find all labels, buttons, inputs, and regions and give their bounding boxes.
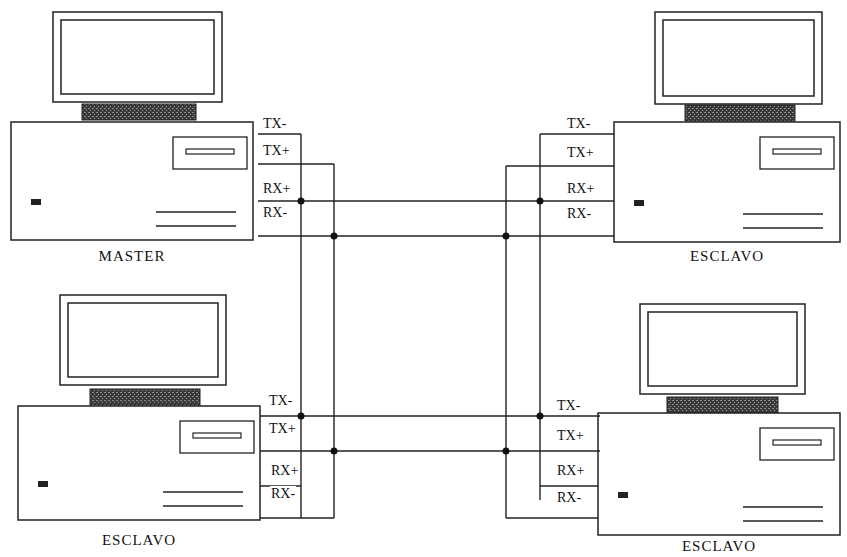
computer: MASTER bbox=[11, 12, 253, 264]
wire bbox=[260, 415, 600, 416]
case-line bbox=[156, 211, 236, 212]
wire bbox=[505, 166, 506, 518]
computer: ESCLAVO bbox=[598, 304, 840, 554]
pin-label: TX- bbox=[566, 116, 591, 132]
case-line bbox=[743, 506, 823, 507]
computer-case bbox=[614, 122, 840, 242]
wire bbox=[506, 517, 598, 518]
junction-dot bbox=[331, 448, 338, 455]
pin-label: TX+ bbox=[556, 428, 585, 444]
monitor-frame bbox=[655, 12, 822, 104]
monitor-stand bbox=[685, 105, 795, 121]
wire bbox=[333, 164, 334, 518]
pin-label: RX+ bbox=[262, 181, 291, 197]
pin-label: TX+ bbox=[268, 421, 297, 437]
wire bbox=[258, 235, 614, 236]
junction-dot bbox=[537, 413, 544, 420]
monitor-stand bbox=[82, 104, 196, 120]
computer-case bbox=[18, 406, 260, 520]
monitor-screen bbox=[648, 312, 797, 386]
pin-label: TX+ bbox=[262, 143, 291, 159]
computer-case bbox=[598, 413, 840, 535]
pin-label: TX- bbox=[556, 398, 581, 414]
wire bbox=[540, 485, 598, 486]
pin-label: RX+ bbox=[556, 463, 585, 479]
pin-label: RX- bbox=[566, 206, 592, 222]
monitor-stand bbox=[90, 389, 200, 405]
computer: ESCLAVO bbox=[18, 295, 260, 548]
wire bbox=[260, 517, 334, 518]
wire bbox=[539, 134, 540, 500]
pin-label: RX- bbox=[262, 205, 288, 221]
drive-slot bbox=[773, 440, 821, 445]
computer-caption: ESCLAVO bbox=[100, 532, 178, 548]
junction-dot bbox=[503, 448, 510, 455]
wire bbox=[260, 450, 600, 451]
drive-bay bbox=[760, 137, 834, 169]
case-line bbox=[743, 520, 823, 521]
drive-slot bbox=[186, 149, 234, 154]
wire bbox=[258, 133, 301, 134]
case-line bbox=[743, 227, 823, 228]
junction-dot bbox=[298, 198, 305, 205]
wire bbox=[506, 165, 614, 166]
wire bbox=[258, 200, 614, 201]
pin-label: TX- bbox=[262, 116, 287, 132]
monitor-frame bbox=[53, 12, 222, 102]
computer-caption: ESCLAVO bbox=[688, 248, 766, 264]
drive-bay bbox=[180, 421, 254, 453]
monitor-screen bbox=[61, 20, 214, 94]
drive-bay bbox=[760, 428, 834, 460]
pin-label: TX- bbox=[268, 393, 293, 409]
wire bbox=[540, 133, 614, 134]
wire bbox=[258, 163, 334, 164]
drive-bay bbox=[173, 137, 247, 169]
case-line bbox=[163, 505, 243, 506]
pin-label: RX+ bbox=[270, 463, 299, 479]
power-led bbox=[31, 199, 41, 205]
monitor-stand bbox=[667, 397, 778, 413]
junction-dot bbox=[503, 233, 510, 240]
pin-label: TX+ bbox=[566, 145, 595, 161]
pin-label: RX+ bbox=[566, 181, 595, 197]
monitor-screen bbox=[68, 303, 218, 377]
pin-label: RX- bbox=[270, 486, 296, 502]
case-line bbox=[156, 225, 236, 226]
case-line bbox=[163, 491, 243, 492]
pin-label: RX- bbox=[556, 490, 582, 506]
computer-caption: MASTER bbox=[97, 248, 168, 264]
computer-case bbox=[11, 122, 253, 240]
drive-slot bbox=[193, 433, 241, 438]
monitor-frame bbox=[60, 295, 226, 385]
power-led bbox=[634, 200, 644, 206]
monitor-frame bbox=[640, 304, 805, 394]
computer: ESCLAVO bbox=[614, 12, 840, 264]
drive-slot bbox=[773, 149, 821, 154]
case-line bbox=[743, 213, 823, 214]
wire bbox=[300, 134, 301, 518]
power-led bbox=[618, 492, 628, 498]
computer-caption: ESCLAVO bbox=[680, 538, 758, 554]
power-led bbox=[38, 481, 48, 487]
junction-dot bbox=[331, 233, 338, 240]
junction-dot bbox=[298, 413, 305, 420]
junction-dot bbox=[537, 198, 544, 205]
monitor-screen bbox=[663, 20, 814, 96]
